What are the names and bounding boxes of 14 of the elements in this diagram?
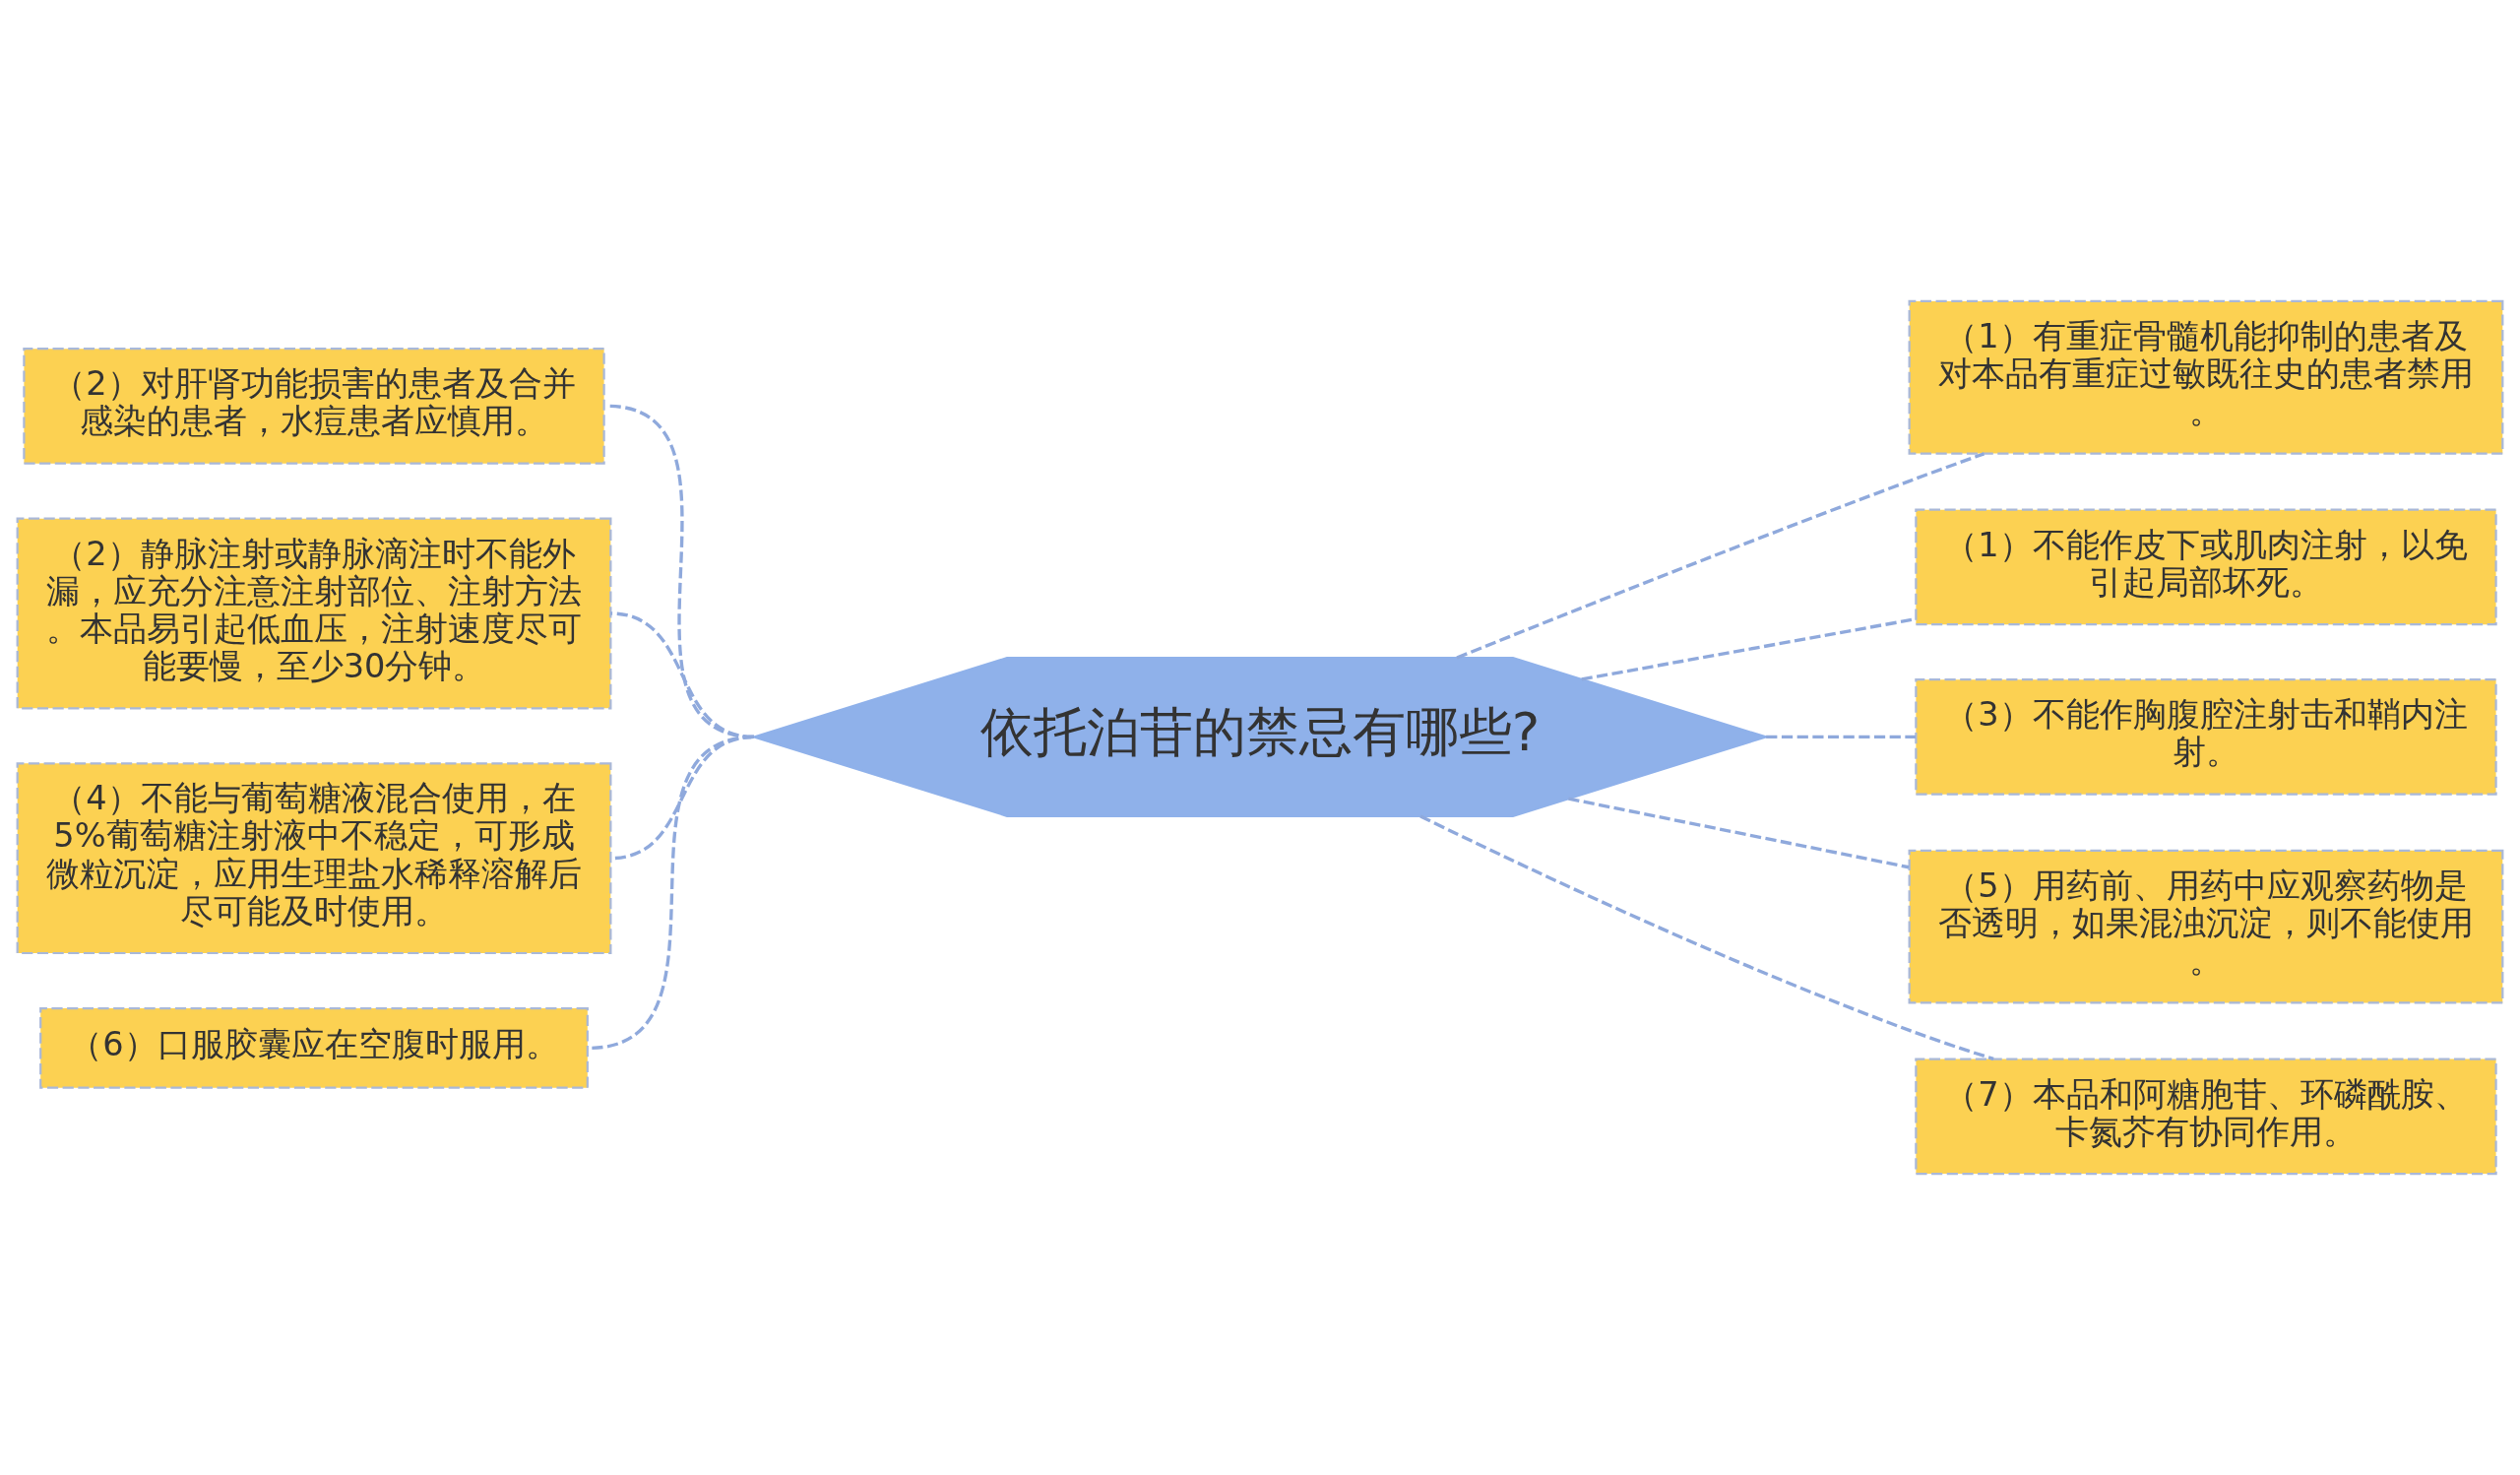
connector xyxy=(1568,797,1910,869)
connector xyxy=(1419,814,1994,1060)
node-box: （6）口服胶囊应在空腹时服用。 xyxy=(39,1006,589,1089)
connector xyxy=(1766,735,1916,739)
node-box: （4）不能与葡萄糖液混合使用，在5%葡萄糖注射液中不稳定，可形成微粒沉淀，应用生理盐水稀释溶解后尽可能及时使用。 xyxy=(16,762,612,955)
connector xyxy=(1456,452,1985,660)
node-box: （1）不能作皮下或肌肉注射，以免引起局部坏死。 xyxy=(1915,508,2497,626)
node-box: （7）本品和阿糖胞苷、环磷酰胺、卡氮芥有协同作用。 xyxy=(1915,1058,2497,1176)
node-box: （5）用药前、用药中应观察药物是否透明，如果混浊沉淀，则不能使用。 xyxy=(1908,849,2504,1004)
node-box: （1）有重症骨髓机能抑制的患者及对本品有重症过敏既往史的患者禁用。 xyxy=(1908,299,2504,455)
connector xyxy=(589,735,755,1050)
node-box: （2）静脉注射或静脉滴注时不能外漏，应充分注意注射部位、注射方法。本品易引起低血压，注射速度尽可能要慢，至少30分钟。 xyxy=(16,517,612,710)
node-box: （3）不能作胸腹腔注射击和鞘内注射。 xyxy=(1915,678,2497,796)
node-box: （2）对肝肾功能损害的患者及合并感染的患者，水痘患者应慎用。 xyxy=(23,348,605,465)
